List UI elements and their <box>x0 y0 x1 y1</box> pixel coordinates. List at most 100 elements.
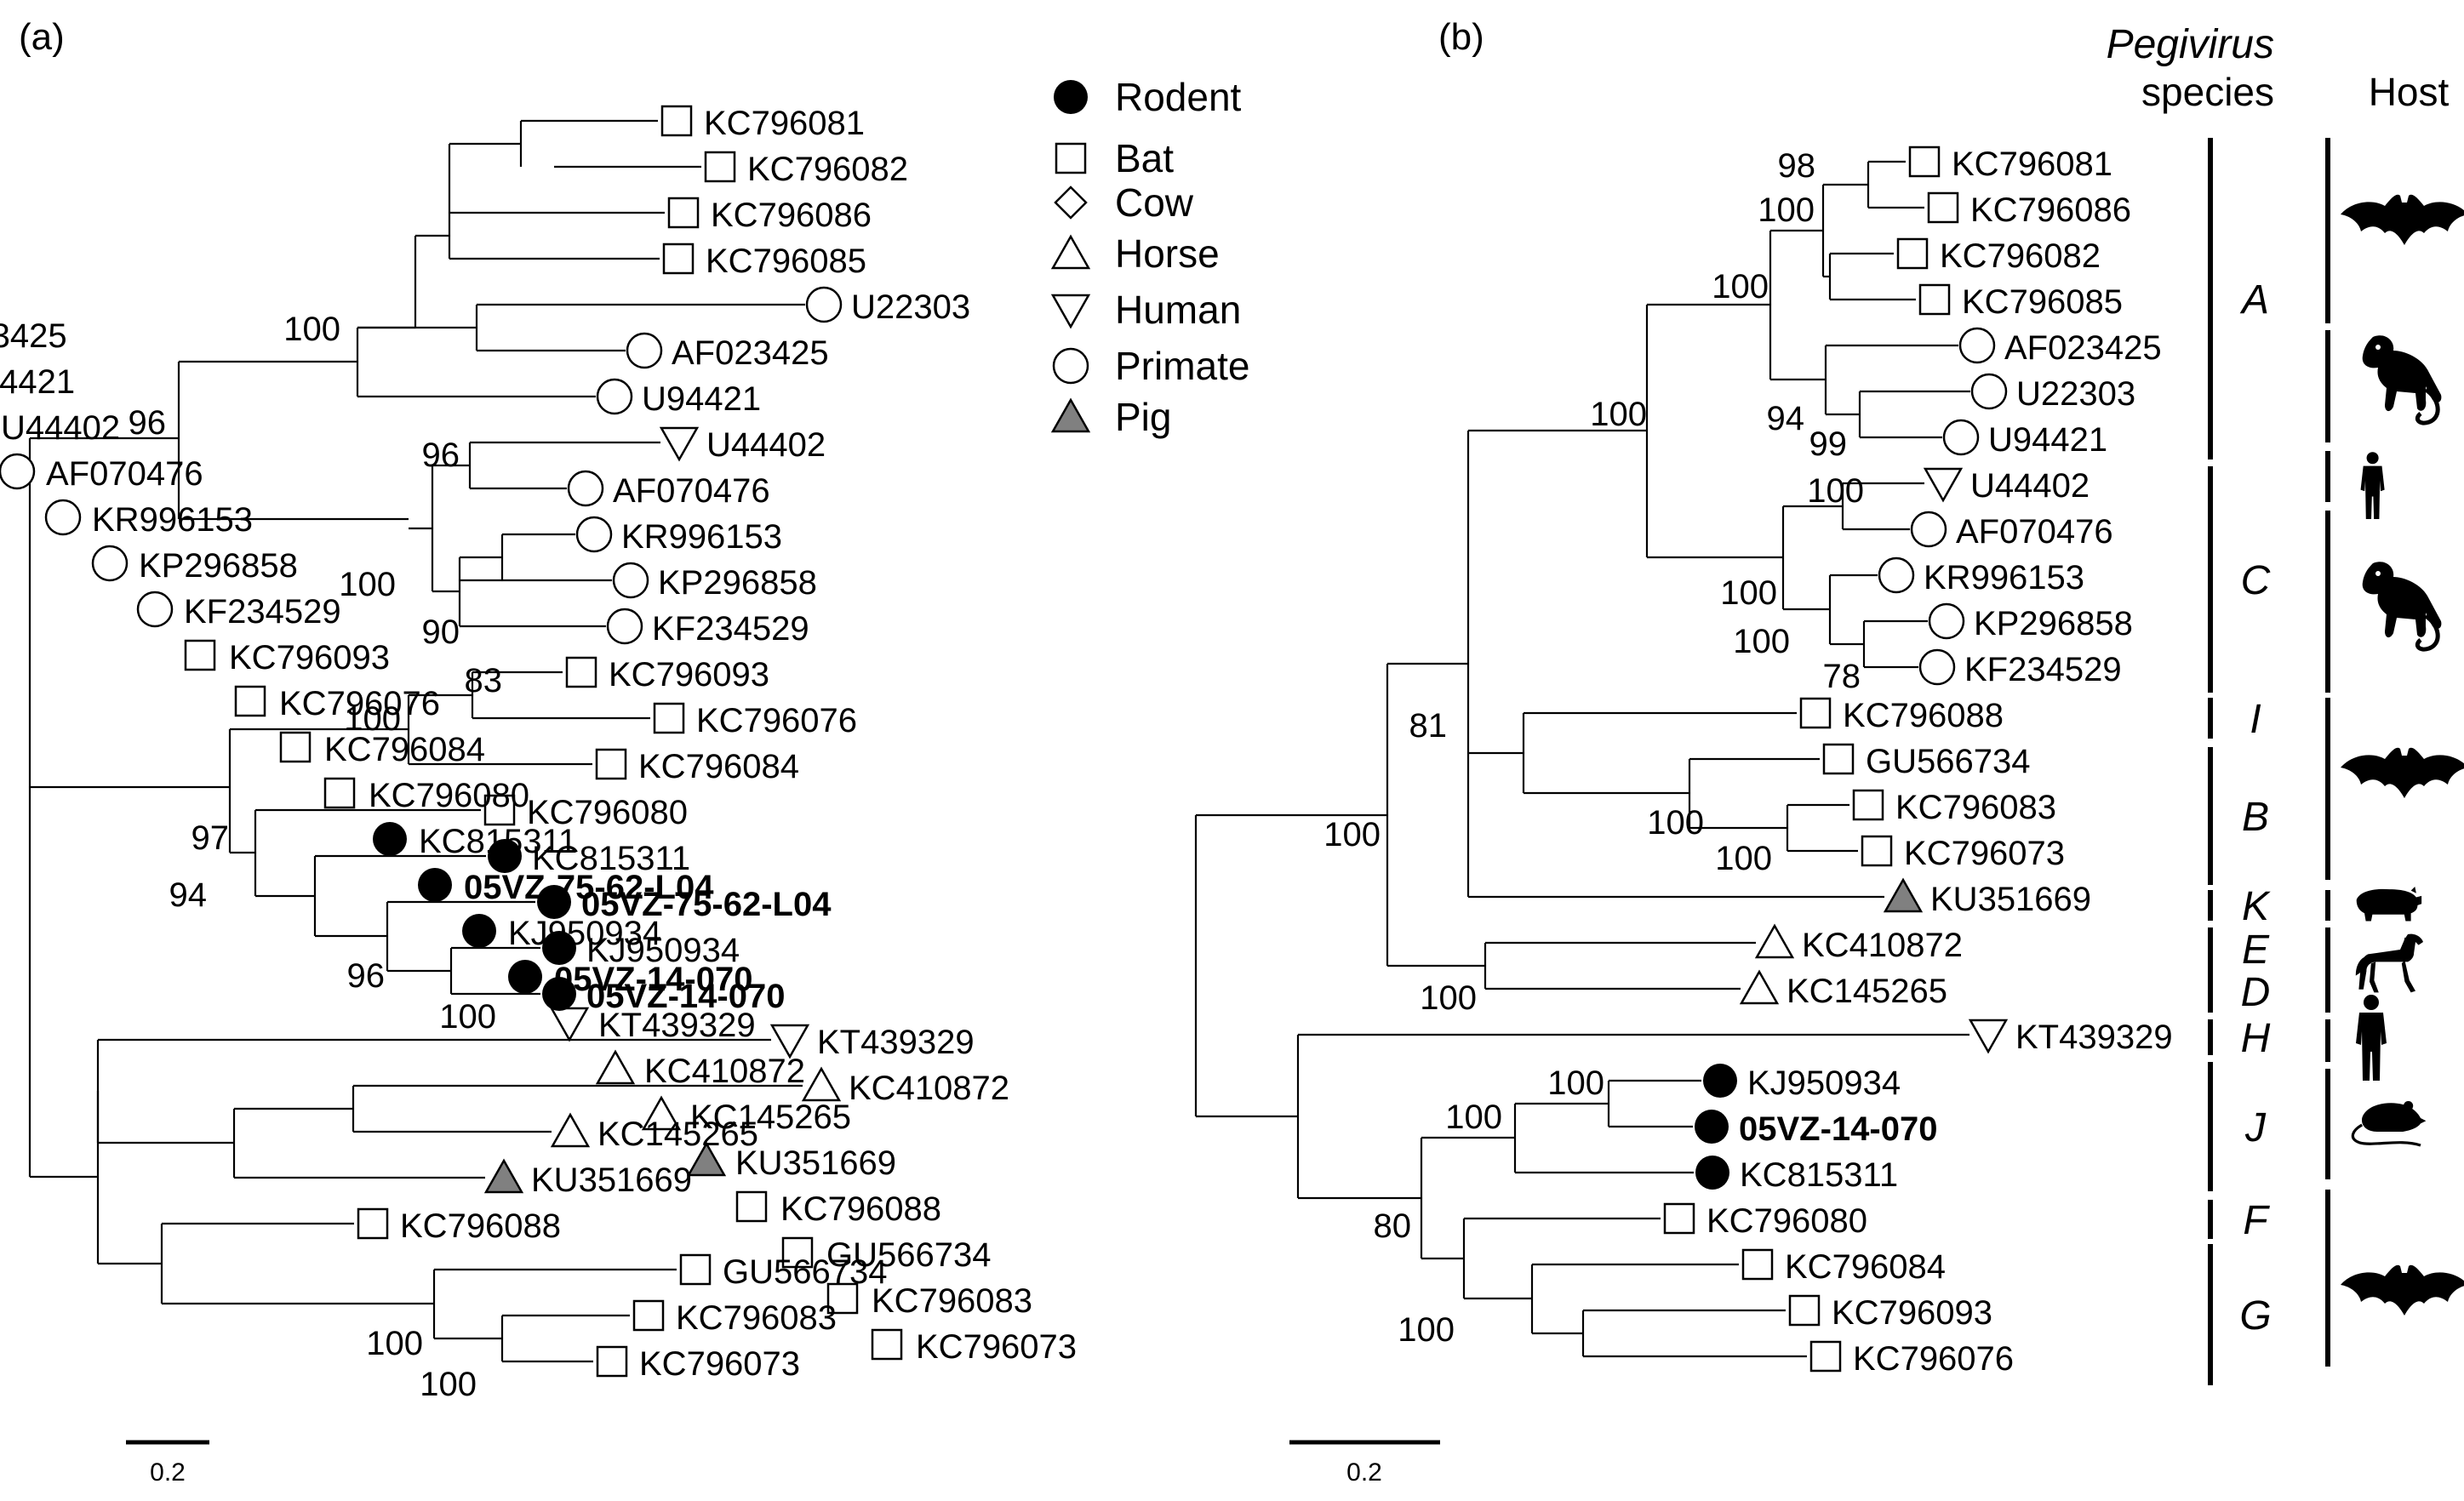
tree-a-tip-10-label: KP296858 <box>658 564 817 602</box>
tree-a-tip-22-marker <box>550 1112 591 1148</box>
tree-a-tip-9-marker <box>575 516 613 553</box>
legend-rodent-marker <box>1054 80 1088 114</box>
host-silhouette-primate-icon <box>2363 335 2442 423</box>
tree-a-tip-26-label: KC796083 <box>676 1299 837 1337</box>
tree-a-tip-12-marker <box>565 656 597 688</box>
species-header-line2: species <box>2141 70 2274 114</box>
species-label-5: E <box>2242 927 2270 973</box>
tree-a-tip-14-label: KC796084 <box>638 748 799 785</box>
legend-primate-label: Primate <box>1115 344 1249 388</box>
tree-a-tip-0-marker <box>660 105 693 137</box>
tree-a-tip-25-marker <box>679 1253 712 1286</box>
host-silhouette-bat-icon <box>2341 194 2464 245</box>
tree-a-tip-8-label: AF070476 <box>613 472 770 510</box>
tree-a-tip-27-label: KC796073 <box>639 1345 800 1383</box>
tree-b-tip-24-marker <box>1741 1248 1774 1281</box>
tree-a-tip-25-label: GU566734 <box>723 1253 887 1291</box>
tree-b-bootstrap-3: 100 <box>1590 396 1647 433</box>
tree-b-tip-11-label: KF234529 <box>1964 651 2122 688</box>
tree-a-tip-13-marker <box>234 685 266 717</box>
tree-b-tip-0-marker <box>1908 146 1941 178</box>
legend-human-label: Human <box>1115 288 1241 332</box>
tree-b-tip-20-label: KJ950934 <box>1747 1064 1901 1102</box>
scale-bar-b: 0.2 <box>1289 1440 1440 1487</box>
tree-a-tip-21-label: KC410872 <box>644 1053 805 1090</box>
tree-b-tip-4-label: AF023425 <box>2004 329 2162 367</box>
tree-a-tip-13-label: KC796076 <box>279 685 440 722</box>
tree-b-tip-5-label: U22303 <box>2016 375 2135 413</box>
tree-b-tip-21-marker <box>1695 1110 1729 1144</box>
tree-a-tip-10-marker <box>612 562 649 599</box>
tree-b-tip-4-marker <box>1958 327 1996 364</box>
tree-a-tip-4-label: U22303 <box>851 288 970 326</box>
tree-a-tip-20-marker <box>549 1007 590 1042</box>
species-label-10: G <box>2239 1293 2271 1338</box>
tree-b-tip-3-marker <box>1918 283 1951 316</box>
tree-a-bootstrap-12: 100 <box>420 1366 477 1403</box>
tree-b-tip-26-marker <box>1809 1340 1842 1373</box>
tree-b-bootstrap-4: 94 <box>1767 400 1805 437</box>
tree-a-tip-17-label: 05VZ-75-62-L04 <box>581 886 832 923</box>
tree-b-tip-14-marker <box>1852 789 1884 821</box>
tree-a-tip-7-marker <box>659 426 700 462</box>
tree-a-tip-14-marker <box>595 748 627 780</box>
tree-b-bootstrap-18: 100 <box>1398 1311 1455 1349</box>
tree-b-bootstrap-2: 100 <box>1712 268 1769 305</box>
tree-b-tip-15-marker <box>1861 835 1893 867</box>
tree-a-tip-18-marker <box>462 914 496 948</box>
tree-b-tip-7-label: U44402 <box>1970 467 2090 505</box>
tree-b-tip-6-marker <box>1942 419 1980 456</box>
tree-a-tip-15-marker <box>483 794 516 826</box>
tree-a-bootstrap-8: 94 <box>169 876 208 914</box>
tree-a-tip-26-marker <box>632 1299 665 1332</box>
species-label-8: J <box>2244 1105 2267 1150</box>
tree-b-bootstrap-13: 100 <box>1715 840 1772 877</box>
tree-b-tip-13-marker <box>1822 743 1855 775</box>
legend-horse-label: Horse <box>1115 231 1220 276</box>
tree-a-tip-15-label: KC796080 <box>527 794 688 831</box>
species-label-4: K <box>2242 884 2271 929</box>
tree-a-tip-12-label: KC796093 <box>609 656 769 693</box>
tree-a-tip-23-label: KU351669 <box>735 1144 896 1182</box>
tip-markers <box>0 80 2464 1378</box>
tree-a-tip-23-label: KU351669 <box>531 1161 692 1199</box>
tree-a-tip-1-label: KC796082 <box>747 151 908 188</box>
tree-b-tip-22-label: KC815311 <box>1740 1156 1898 1194</box>
tree-a-tip-11-marker <box>136 591 174 628</box>
tree-a-tip-1-marker <box>704 151 736 183</box>
tree-a-tip-5-label: AF023425 <box>672 334 829 372</box>
tree-b-bootstrap-10: 81 <box>1409 707 1448 745</box>
tree-a-bootstrap-6: 100 <box>344 700 401 738</box>
tree-b-tip-0-label: KC796081 <box>1952 146 2112 183</box>
tree-b-tip-6-label: U94421 <box>1988 421 2107 459</box>
tree-b-tip-1-label: KC796086 <box>1970 191 2131 229</box>
tree-a-bootstrap-2: 96 <box>422 437 460 474</box>
tree-b-tip-19-marker <box>1968 1019 2009 1054</box>
tree-a-tip-13-marker <box>653 702 685 734</box>
tree-b-bootstrap-11: 100 <box>1323 816 1381 853</box>
host-silhouette-pig-icon <box>2356 887 2422 922</box>
legend-bat-label: Bat <box>1115 136 1174 180</box>
tree-a-bootstrap-3: 100 <box>339 566 396 603</box>
tree-a-tip-2-label: KC796086 <box>711 197 872 234</box>
tree-b-tip-18-marker <box>1739 969 1780 1005</box>
host-silhouette-horse-icon <box>2355 933 2423 993</box>
tree-a-tip-27-marker <box>871 1328 903 1361</box>
tree-b-tip-16-marker <box>1883 877 1924 913</box>
tree-b-tip-9-label: KR996153 <box>1924 559 2084 596</box>
tree-a-tip-3-marker <box>662 243 695 275</box>
tree-b-bootstrap-17: 80 <box>1374 1207 1412 1245</box>
tree-b-tip-25-marker <box>1788 1294 1821 1327</box>
species-label-6: D <box>2241 970 2271 1015</box>
host-silhouette-primate-icon <box>2363 562 2442 649</box>
tree-a-tip-7-label: U44402 <box>1 409 120 447</box>
panel-label-b: (b) <box>1438 16 1484 58</box>
tree-b-tip-2-label: KC796082 <box>1940 237 2101 275</box>
tree-b-tip-17-marker <box>1754 923 1795 959</box>
tree-b-tip-12-marker <box>1799 697 1832 729</box>
tree-a-tip-15-marker <box>323 777 356 809</box>
legend-horse-marker <box>1050 234 1091 270</box>
tree-a-tip-16-label: KC815311 <box>419 823 577 860</box>
tree-a-tip-14-label: KC796084 <box>324 731 485 768</box>
